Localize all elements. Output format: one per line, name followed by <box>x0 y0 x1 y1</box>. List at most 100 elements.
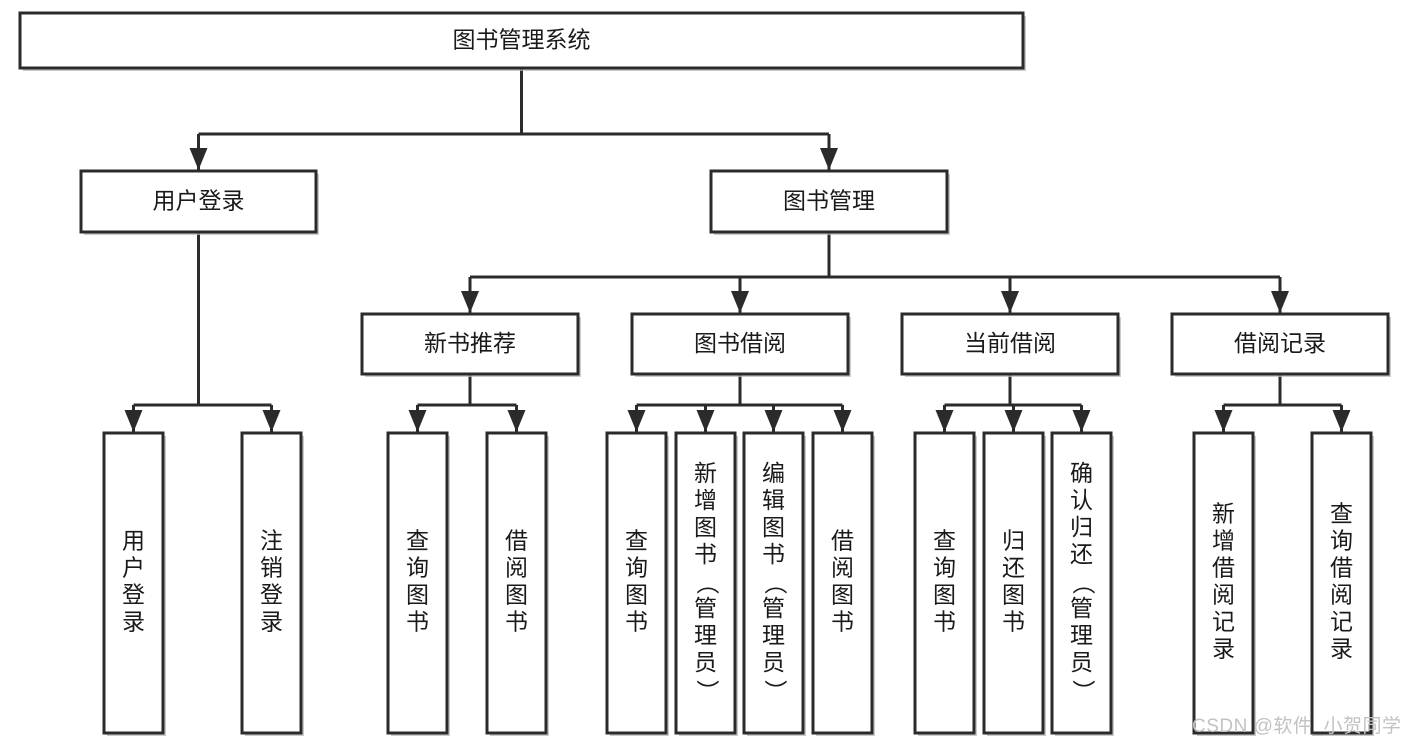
svg-text:阅: 阅 <box>1330 582 1353 608</box>
node-book-manage[interactable]: 图书管理 <box>709 169 950 235</box>
arrow-head-icon-book-manage <box>820 148 838 170</box>
node-root[interactable]: 图书管理系统 <box>18 11 1026 71</box>
svg-text:图: 图 <box>831 582 854 608</box>
svg-text:管: 管 <box>762 595 785 621</box>
svg-text:图: 图 <box>625 582 648 608</box>
node-label: 用户登录 <box>122 528 145 635</box>
connector-layer <box>124 68 1351 432</box>
svg-text:借: 借 <box>831 528 854 554</box>
arrow-head-icon-leaf-confirm-return <box>1072 410 1091 432</box>
svg-text:理: 理 <box>694 622 717 648</box>
node-label: 新书推荐 <box>424 330 516 356</box>
svg-text:认: 认 <box>1070 487 1093 513</box>
node-label: 图书管理 <box>783 188 875 214</box>
node-label: 图书管理系统 <box>453 27 591 53</box>
svg-text:借: 借 <box>1330 555 1353 581</box>
svg-text:图: 图 <box>406 582 429 608</box>
svg-text:书: 书 <box>831 609 854 635</box>
svg-text:用: 用 <box>122 528 145 554</box>
node-current-borrow[interactable]: 当前借阅 <box>900 312 1121 377</box>
svg-text:询: 询 <box>625 555 648 581</box>
svg-text:查: 查 <box>406 528 429 554</box>
svg-text:登: 登 <box>122 582 145 608</box>
svg-text:查: 查 <box>933 528 956 554</box>
arrow-head-icon-leaf-logout <box>262 410 281 432</box>
svg-text:销: 销 <box>260 555 283 581</box>
svg-text:询: 询 <box>933 555 956 581</box>
svg-text:）: ） <box>1070 680 1096 703</box>
svg-text:注: 注 <box>260 528 283 554</box>
svg-text:记: 记 <box>1330 609 1353 635</box>
arrow-head-icon-borrow-record <box>1271 291 1289 313</box>
arrow-head-icon-leaf-query-book-borrow <box>627 410 646 432</box>
svg-text:阅: 阅 <box>831 555 854 581</box>
arrow-head-icon-leaf-query-record <box>1332 410 1351 432</box>
arrow-head-icon-leaf-query-book-rec <box>408 410 427 432</box>
svg-text:查: 查 <box>1330 501 1353 527</box>
node-label: 借阅记录 <box>1234 330 1326 356</box>
svg-text:图: 图 <box>694 514 717 540</box>
svg-text:还: 还 <box>1070 541 1093 567</box>
node-new-book-recommend[interactable]: 新书推荐 <box>360 312 581 377</box>
svg-text:员: 员 <box>762 649 785 675</box>
svg-text:书: 书 <box>625 609 648 635</box>
arrow-head-icon-leaf-edit-book <box>764 410 783 432</box>
node-user-login[interactable]: 用户登录 <box>79 169 319 235</box>
svg-text:新: 新 <box>694 460 717 486</box>
node-layer: 图书管理系统用户登录图书管理新书推荐图书借阅当前借阅借阅记录用户登录注销登录查询… <box>18 11 1391 736</box>
svg-text:图: 图 <box>1002 582 1025 608</box>
svg-text:登: 登 <box>260 582 283 608</box>
arrow-head-icon-book-borrow <box>731 291 749 313</box>
node-label: 图书借阅 <box>694 330 786 356</box>
arrow-head-icon-leaf-return-book <box>1004 410 1023 432</box>
arrow-head-icon-leaf-add-book <box>696 410 715 432</box>
svg-text:归: 归 <box>1070 514 1093 540</box>
svg-text:图: 图 <box>505 582 528 608</box>
arrow-head-icon-leaf-add-record <box>1214 410 1233 432</box>
svg-text:录: 录 <box>1212 636 1235 662</box>
svg-text:询: 询 <box>1330 528 1353 554</box>
svg-text:新: 新 <box>1212 501 1235 527</box>
svg-text:确: 确 <box>1070 460 1093 486</box>
node-leaf-user-login[interactable]: 用户登录 <box>102 431 166 736</box>
node-label: 用户登录 <box>153 188 245 214</box>
svg-text:书: 书 <box>406 609 429 635</box>
svg-text:员: 员 <box>694 649 717 675</box>
svg-text:记: 记 <box>1212 609 1235 635</box>
svg-text:户: 户 <box>122 555 145 581</box>
svg-text:增: 增 <box>694 487 717 513</box>
svg-text:辑: 辑 <box>762 487 785 513</box>
svg-text:录: 录 <box>122 609 145 635</box>
svg-text:查: 查 <box>625 528 648 554</box>
svg-text:书: 书 <box>505 609 528 635</box>
svg-text:阅: 阅 <box>1212 582 1235 608</box>
node-book-borrow[interactable]: 图书借阅 <box>630 312 851 377</box>
svg-text:（: （ <box>694 572 720 595</box>
svg-text:（: （ <box>762 572 788 595</box>
csdn-watermark: CSDN @软件_小贺同学 <box>1192 715 1401 737</box>
svg-text:书: 书 <box>933 609 956 635</box>
node-borrow-record[interactable]: 借阅记录 <box>1170 312 1391 377</box>
svg-text:）: ） <box>694 680 720 703</box>
